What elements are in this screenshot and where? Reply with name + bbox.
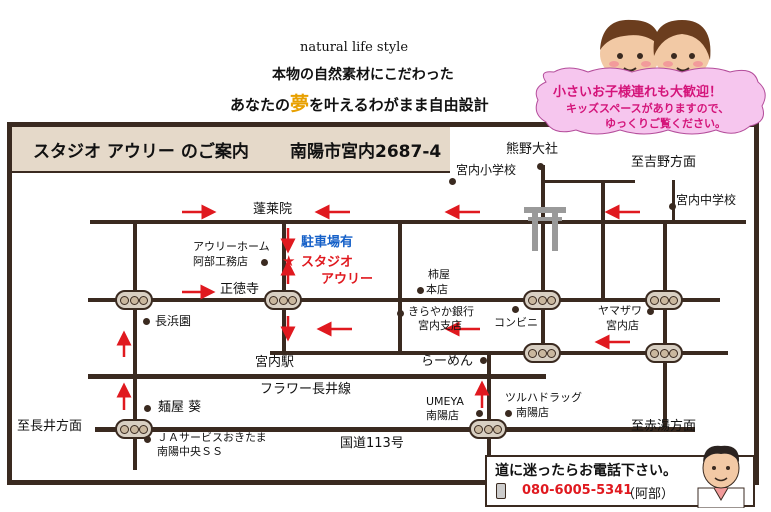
label-to-yoshino: 至吉野方面: [631, 155, 697, 170]
bubble-line2: キッズスペースがありますので、: [566, 102, 730, 115]
convenience-dot: [512, 306, 519, 313]
header-dream: 夢: [290, 93, 310, 115]
label-to-akayu: 至赤湯方面: [631, 419, 697, 434]
label-miyauchi-station: 宮内駅: [255, 355, 295, 370]
label-to-nagai: 至長井方面: [17, 419, 83, 434]
label-yamazawa1: ヤマザワ: [598, 304, 642, 317]
kirayaka-dot: [397, 310, 404, 317]
address: 南陽市宮内2687-4: [290, 142, 442, 162]
menya-dot: [144, 405, 151, 412]
bubble-line3: ゆっくりご覧ください。: [605, 117, 726, 130]
miyauchi-junior-dot: [669, 203, 676, 210]
title-band: [12, 127, 450, 173]
road-v5: [601, 182, 605, 300]
ja-dot: [144, 436, 151, 443]
label-miyauchi-elem: 宮内小学校: [456, 163, 517, 177]
route-113: [95, 427, 695, 432]
road-v4: [541, 165, 545, 355]
tagline: natural life style: [300, 40, 409, 55]
bubble-line1: 小さいお子様連れも大歓迎！: [553, 85, 723, 100]
umeya-dot: [476, 410, 483, 417]
contact-phone[interactable]: 080-6005-5341: [522, 483, 633, 498]
road-station: [270, 351, 728, 355]
kakiya-dot: [417, 287, 424, 294]
label-studio: スタジオ: [301, 255, 354, 270]
label-menya: 麺屋 葵: [158, 400, 202, 415]
traffic-signal-icon: [645, 290, 683, 310]
label-umeya1: UMEYA: [426, 395, 464, 408]
nagahamaen-dot: [143, 318, 150, 325]
road-shotokuji: [88, 298, 720, 302]
label-horaiin: 蓬莱院: [253, 202, 293, 217]
title: スタジオ アウリー のご案内: [33, 142, 249, 162]
label-kakiya1: 柿屋: [428, 268, 450, 281]
label-shotokuji: 正徳寺: [220, 282, 260, 297]
road-v1: [133, 222, 137, 470]
label-kakiya2: 本店: [426, 283, 448, 296]
map-frame: [7, 122, 759, 485]
road-yoshino: [545, 180, 635, 183]
road-v3: [398, 222, 402, 353]
traffic-signal-icon: [523, 343, 561, 363]
road-v8: [672, 180, 675, 222]
tsuruha-dot: [505, 410, 512, 417]
contact-message: 道に迷ったらお電話下さい。: [495, 463, 677, 479]
traffic-signal-icon: [523, 290, 561, 310]
traffic-signal-icon: [469, 419, 507, 439]
studio-star-icon: ★: [282, 252, 296, 270]
road-v2: [282, 222, 286, 352]
traffic-signal-icon: [264, 290, 302, 310]
kids-illustration: [600, 19, 711, 80]
phone-icon: [496, 483, 506, 499]
label-aurie-home: アウリーホーム: [193, 240, 270, 253]
traffic-signal-icon: [115, 290, 153, 310]
header-line2-after: を叶えるわがまま自由設計: [309, 96, 489, 114]
label-kirayaka1: きらやか銀行: [408, 305, 474, 318]
label-tsuruha2: 南陽店: [516, 406, 549, 419]
torii-icon: [524, 207, 566, 251]
label-ja1: ＪＡサービスおきたま: [157, 431, 267, 444]
label-convenience: コンビニ: [494, 316, 538, 329]
traffic-signal-icon: [645, 343, 683, 363]
label-yamazawa2: 宮内店: [606, 319, 639, 332]
railway-flower-line: [88, 374, 546, 379]
road-v7: [487, 355, 491, 475]
label-kumano: 熊野大社: [506, 142, 559, 157]
label-ja2: 南陽中央ＳＳ: [157, 445, 223, 458]
man-portrait: [697, 445, 745, 508]
abe-dot: [261, 259, 268, 266]
ramen-dot: [480, 357, 487, 364]
yamazawa-dot: [647, 308, 654, 315]
label-flower-line: フラワー長井線: [260, 382, 352, 397]
label-parking: 駐車場有: [301, 235, 354, 250]
label-miyauchi-junior: 宮内中学校: [676, 193, 737, 207]
road-horai: [90, 220, 746, 224]
label-route-113: 国道113号: [340, 436, 404, 451]
header-line1: 本物の自然素材にこだわった: [272, 67, 454, 83]
label-umeya2: 南陽店: [426, 409, 459, 422]
label-ramen: らーめん: [421, 354, 474, 369]
label-tsuruha1: ツルハドラッグ: [505, 391, 582, 404]
label-abe: 阿部工務店: [193, 255, 248, 268]
header-line2: あなたの夢を叶えるわがまま自由設計: [230, 89, 489, 116]
label-kirayaka2: 宮内支店: [418, 319, 462, 332]
label-nagahamaen: 長浜園: [155, 314, 192, 328]
speech-bubble: [535, 67, 766, 135]
header-line2-before: あなたの: [230, 96, 291, 114]
miyauchi-elem-dot: [449, 178, 456, 185]
traffic-signal-icon: [115, 419, 153, 439]
contact-name: （阿部）: [622, 487, 675, 502]
road-v6: [663, 222, 667, 432]
label-aurie: アウリー: [321, 272, 374, 287]
kumano-dot: [537, 163, 544, 170]
